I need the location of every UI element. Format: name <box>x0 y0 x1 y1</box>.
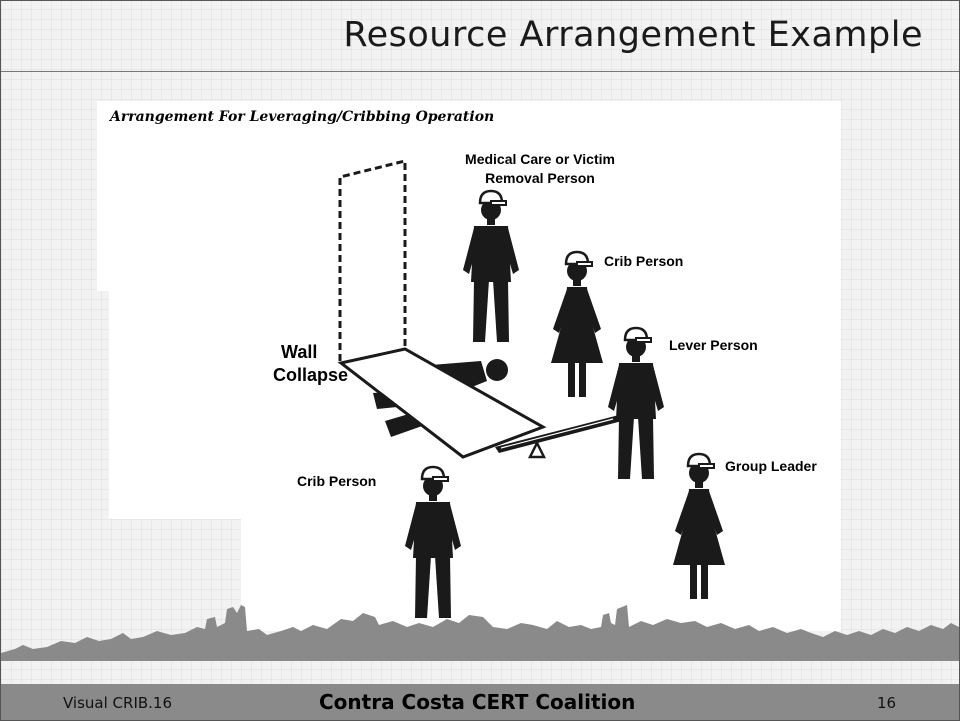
label-crib-person-top: Crib Person <box>604 253 683 269</box>
footer-page-number: 16 <box>877 694 897 712</box>
label-crib-person-bottom: Crib Person <box>297 473 376 489</box>
label-collapse: Collapse <box>273 365 348 385</box>
label-wall: Wall <box>281 342 317 362</box>
diagram-caption: Arrangement For Leveraging/Cribbing Oper… <box>108 109 494 125</box>
slide-title: Resource Arrangement Example <box>343 15 923 55</box>
label-medical-line2: Removal Person <box>485 170 595 186</box>
wall-outline <box>338 159 407 361</box>
illustration-panel-bottom <box>241 517 841 631</box>
title-bar: Resource Arrangement Example <box>1 1 959 72</box>
label-group-leader: Group Leader <box>725 458 817 474</box>
label-medical-line1: Medical Care or Victim <box>465 151 615 167</box>
diagram: Arrangement For Leveraging/Cribbing Oper… <box>1 101 959 661</box>
fulcrum <box>527 440 547 459</box>
collapsed-wall-slab <box>337 347 547 459</box>
city-skyline <box>1 605 959 661</box>
footer-organization: Contra Costa CERT Coalition <box>319 690 636 714</box>
footer-bar <box>1 684 959 720</box>
footer-slide-id: Visual CRIB.16 <box>63 694 173 712</box>
label-lever-person: Lever Person <box>669 337 758 353</box>
